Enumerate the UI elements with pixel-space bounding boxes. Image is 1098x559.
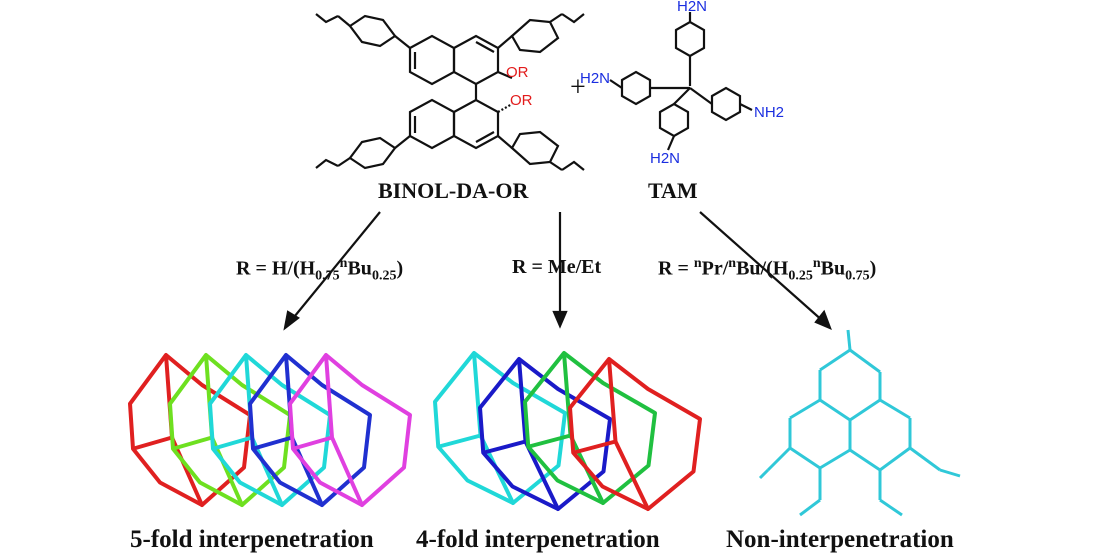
condition-right: R = nPr/nBu/(H0.25nBu0.75) [658, 256, 877, 284]
framework-bond-23 [939, 468, 961, 478]
framework-net-inner-3 [572, 358, 650, 511]
condition-middle: R = Me/Et [512, 256, 602, 278]
framework-net-1 [478, 357, 612, 511]
framework-net-4 [288, 353, 412, 507]
framework-bond-13 [789, 446, 821, 470]
framework-bond-1 [819, 348, 851, 372]
arrows [283, 211, 832, 331]
framework-net-2 [523, 351, 657, 505]
framework-net-0 [433, 351, 567, 505]
arrowhead-middle [552, 310, 568, 329]
caption-non: Non-interpenetration [726, 526, 954, 553]
framework-net-0 [128, 353, 252, 507]
binol-name: BINOL-DA-OR [378, 178, 529, 203]
framework-bond-6 [819, 398, 851, 422]
tam-name: TAM [648, 178, 698, 203]
nh2-left: H2N [580, 70, 611, 87]
or-upper-label: OR [506, 64, 529, 81]
framework-net-2 [208, 353, 332, 507]
framework-net-3 [568, 357, 702, 511]
framework-bond-14 [819, 448, 851, 470]
framework-bond-20 [799, 498, 821, 517]
framework-net-3 [248, 353, 372, 507]
nh2-top: H2N [677, 0, 708, 15]
framework-bond-2 [849, 348, 881, 374]
framework-bond-8 [879, 398, 911, 420]
framework-bond-16 [879, 446, 911, 472]
framework-5fold [128, 353, 412, 507]
framework-bond-22 [758, 468, 770, 480]
caption-4fold: 4-fold interpenetration [416, 526, 660, 553]
framework-net-1 [168, 353, 292, 507]
arrowhead-left [283, 310, 300, 331]
framework-bond-21 [879, 498, 903, 517]
nh2-right: NH2 [754, 104, 785, 121]
framework-bond-15 [849, 448, 881, 472]
caption-5fold: 5-fold interpenetration [130, 526, 374, 553]
framework-4fold [433, 351, 702, 511]
condition-left: R = H/(H0.75nBu0.25) [236, 256, 404, 284]
framework-bond-0 [846, 329, 852, 351]
or-lower-label: OR [510, 92, 533, 109]
framework-non-interpenetrated [758, 329, 961, 517]
arrowhead-right [814, 309, 832, 331]
framework-bond-7 [849, 398, 881, 422]
framework-bond-17 [909, 446, 941, 472]
tam-structure [609, 12, 753, 151]
binol-structure [315, 13, 585, 171]
framework-bond-12 [766, 446, 792, 472]
framework-bond-5 [789, 398, 821, 420]
framework-net-inner-1 [482, 358, 560, 511]
nh2-bottom: H2N [650, 150, 681, 167]
plus-sign: + [570, 72, 586, 103]
framework-net-inner-4 [292, 354, 364, 507]
